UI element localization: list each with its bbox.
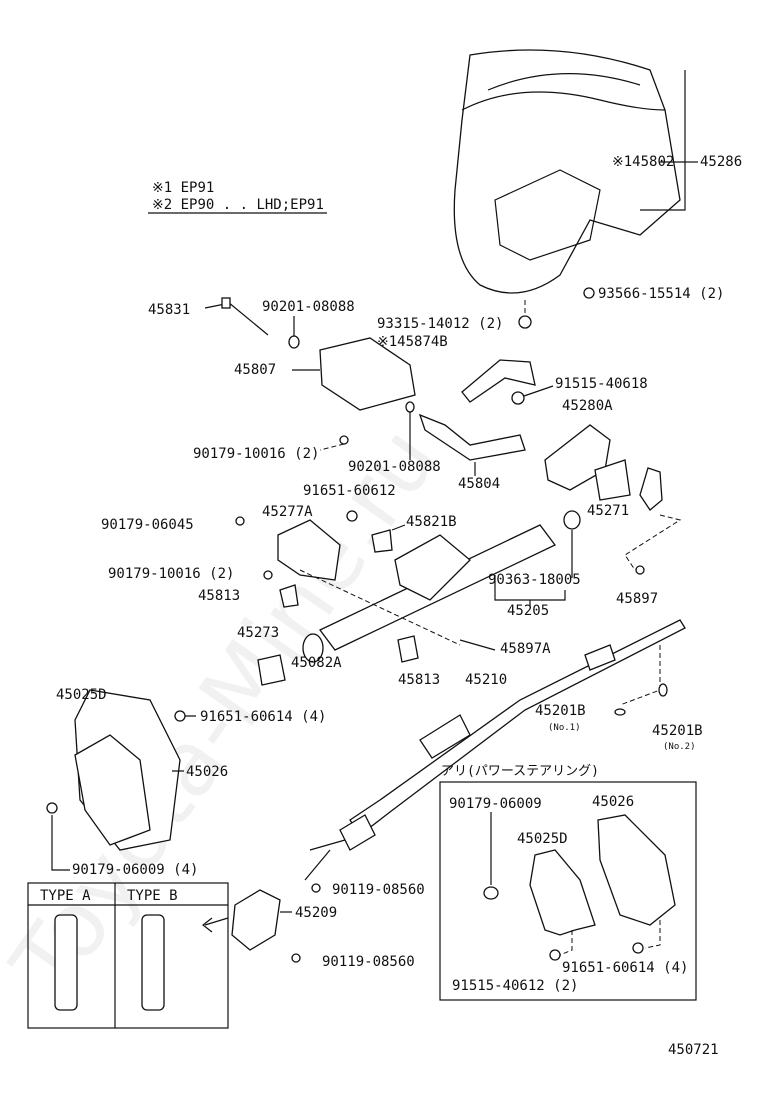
label-91651-60614: 91651-60614 (4) (200, 709, 326, 725)
note-2: ※2 EP90 . . LHD;EP91 (152, 197, 324, 213)
diagram-id: 450721 (668, 1042, 719, 1058)
bracket-45807 (319, 337, 416, 411)
label-93566-15514: 93566-15514 (2) (598, 286, 724, 302)
label-90179-06009: 90179-06009 (4) (72, 862, 198, 878)
bracket-45271 (639, 467, 663, 511)
arrow-icon (202, 917, 229, 933)
part-45813 (397, 635, 419, 663)
label-45286: 45286 (700, 154, 742, 170)
spring-45082a (302, 633, 324, 663)
label-no1: (No.1) (548, 723, 581, 733)
label-45210: 45210 (465, 672, 507, 688)
label-90119-08560-b: 90119-08560 (322, 954, 415, 970)
label-45205: 45205 (507, 603, 549, 619)
label-45821b: 45821B (406, 514, 457, 530)
label-45280a: 45280A (562, 398, 613, 414)
column-cover-part (453, 49, 681, 294)
label-45209: 45209 (295, 905, 337, 921)
label-type-a: TYPE A (40, 888, 91, 904)
bracket-45804 (418, 413, 526, 461)
inset-label-45026: 45026 (592, 794, 634, 810)
label-type-b: TYPE B (127, 888, 178, 904)
bolt-head (221, 297, 231, 309)
bracket-45277a (277, 519, 341, 581)
label-45804: 45804 (458, 476, 500, 492)
label-45813-a: 45813 (198, 588, 240, 604)
label-90179-06045: 90179-06045 (101, 517, 194, 533)
label-45802: ※145802 (612, 154, 674, 170)
label-45271: 45271 (587, 503, 629, 519)
label-91515-40618: 91515-40618 (555, 376, 648, 392)
type-box (27, 882, 229, 1029)
label-45831: 45831 (148, 302, 190, 318)
label-45082a: 45082A (291, 655, 342, 671)
label-45277a: 45277A (262, 504, 313, 520)
note-1: ※1 EP91 (152, 180, 214, 196)
label-45273: 45273 (237, 625, 279, 641)
label-90119-08560-a: 90119-08560 (332, 882, 425, 898)
label-45874b: ※145874B (377, 334, 448, 350)
inset-plate-45026 (597, 814, 676, 926)
label-45897: 45897 (616, 591, 658, 607)
label-no2: (No.2) (663, 742, 696, 752)
part-45273 (257, 654, 286, 686)
label-91651-60612: 91651-60612 (303, 483, 396, 499)
label-45813-b: 45813 (398, 672, 440, 688)
inset-label-91651-60614: 91651-60614 (4) (562, 960, 688, 976)
bearing-icon (563, 510, 581, 530)
inset-label-91515-40612: 91515-40612 (2) (452, 978, 578, 994)
inset-boot-45025d (529, 849, 596, 936)
label-45897a: 45897A (500, 641, 551, 657)
inset-label-90179-06009: 90179-06009 (449, 796, 542, 812)
label-45025d: 45025D (56, 687, 107, 703)
label-90363-18005: 90363-18005 (488, 572, 581, 588)
label-90179-10016-b: 90179-10016 (2) (108, 566, 234, 582)
label-93315-14012: 93315-14012 (2) (377, 316, 503, 332)
inset-title: アリ(パワーステアリング) (441, 764, 599, 779)
label-45807: 45807 (234, 362, 276, 378)
type-b-joint (141, 914, 165, 1011)
label-45201b-no1: 45201B (535, 703, 586, 719)
bracket-45874b (461, 359, 536, 403)
label-45201b-no2: 45201B (652, 723, 703, 739)
type-a-joint (54, 914, 78, 1011)
inset-label-45025d: 45025D (517, 831, 568, 847)
boot-45025d (74, 734, 151, 846)
label-90201-08088-b: 90201-08088 (348, 459, 441, 475)
screw-s-icon (518, 315, 532, 329)
screw-icon (583, 287, 595, 299)
u-joint-45209 (231, 889, 281, 951)
label-90179-10016-a: 90179-10016 (2) (193, 446, 319, 462)
label-90201-08088-a: 90201-08088 (262, 299, 355, 315)
label-45026: 45026 (186, 764, 228, 780)
inset-box (439, 781, 697, 1001)
